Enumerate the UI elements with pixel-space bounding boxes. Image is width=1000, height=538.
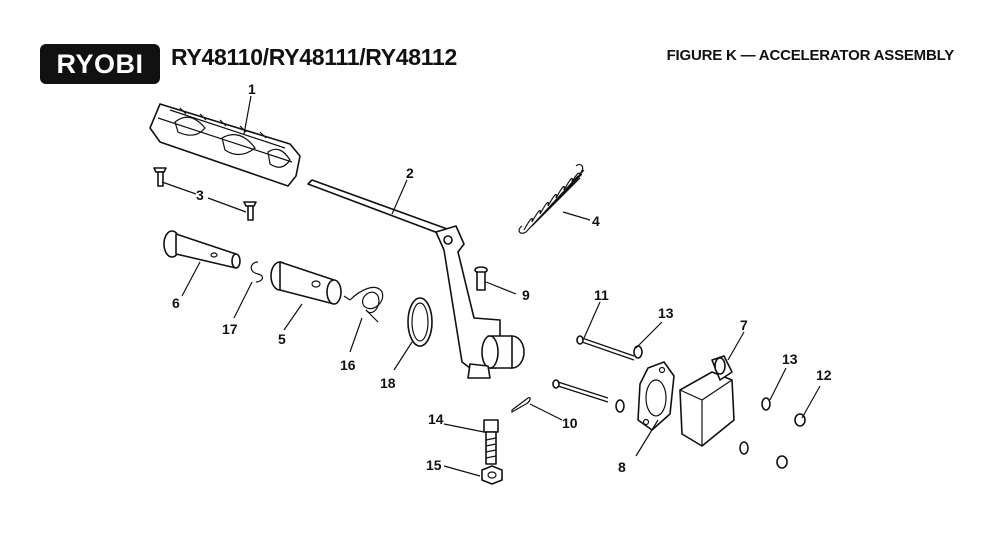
- part-pedal-pad: [149, 103, 301, 187]
- part-cotter-pin: [511, 397, 531, 414]
- figure-title: FIGURE K — ACCELERATOR ASSEMBLY: [666, 47, 955, 64]
- part-hex-nut: [481, 465, 503, 485]
- part-bushing: [270, 261, 342, 305]
- part-bolt: [483, 419, 499, 465]
- callout-16: 16: [340, 357, 356, 373]
- callout-17: 17: [222, 321, 238, 337]
- part-return-spring: [518, 163, 585, 234]
- part-o-ring: [407, 297, 433, 347]
- callout-7: 7: [740, 317, 748, 333]
- brand-wordmark: RYOBI: [56, 49, 144, 79]
- part-clevis-pin: [474, 266, 488, 291]
- part-washers: [615, 345, 771, 455]
- part-pivot-pin: [163, 230, 241, 269]
- part-nuts: [776, 413, 806, 469]
- callout-13b: 13: [782, 351, 798, 367]
- callout-12: 12: [816, 367, 832, 383]
- part-hairpin-clip: [250, 261, 264, 283]
- callout-18: 18: [380, 375, 396, 391]
- part-pedal-arm: [307, 179, 525, 379]
- model-numbers: RY48110/RY48111/RY48112: [171, 44, 457, 70]
- leader-lines: [161, 95, 821, 477]
- callout-4: 4: [592, 213, 600, 229]
- callout-13a: 13: [658, 305, 674, 321]
- callout-9: 9: [522, 287, 530, 303]
- callout-2: 2: [406, 165, 414, 181]
- callout-3: 3: [196, 187, 204, 203]
- part-long-bolts: [552, 335, 635, 403]
- callout-10: 10: [562, 415, 578, 431]
- part-torsion-spring: [343, 286, 384, 323]
- callout-5: 5: [278, 331, 286, 347]
- callout-14: 14: [428, 411, 444, 427]
- callout-8: 8: [618, 459, 626, 475]
- callout-1: 1: [248, 81, 256, 97]
- part-switch: [679, 355, 735, 447]
- callout-11: 11: [594, 287, 609, 303]
- part-screws: [153, 167, 257, 221]
- callout-6: 6: [172, 295, 180, 311]
- ryobi-logo: RYOBI: [40, 44, 160, 84]
- callout-15: 15: [426, 457, 442, 473]
- callout-labels: 1 2 3 4 5 6 7 8 9 10 11 12 13 13 14 15 1…: [172, 81, 832, 475]
- part-gasket: [637, 361, 675, 431]
